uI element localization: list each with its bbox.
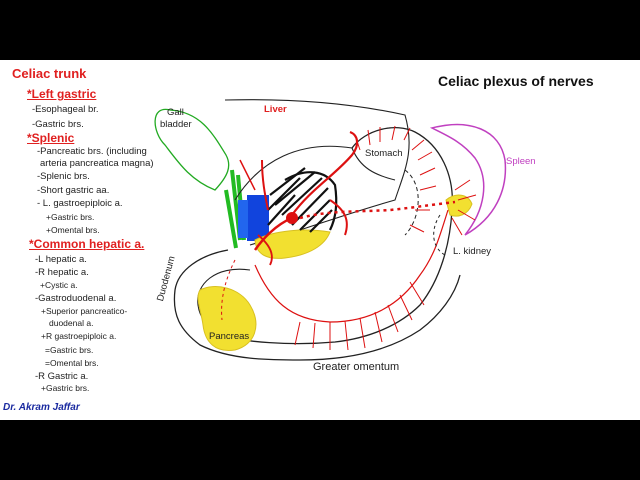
outline-item: -Short gastric aa. (37, 185, 110, 196)
label-gall-bladder: Gall (167, 107, 184, 118)
stomach-fundus-dashed (404, 169, 419, 236)
gastroepiploic-artery (254, 209, 449, 323)
outline-item: -L hepatic a. (35, 254, 87, 265)
outline-item: +R gastroepiploic a. (41, 331, 117, 341)
outline-item: +Gastric brs. (41, 383, 90, 393)
outline-heading: Celiac trunk (12, 66, 87, 81)
duodenum-outline (173, 249, 461, 361)
hepatic-artery-block (238, 200, 248, 238)
label-pancreas: Pancreas (209, 331, 250, 342)
gall-bladder-outline (154, 108, 230, 191)
outline-item: -Gastroduodenal a. (35, 293, 117, 304)
pancreas-head (197, 286, 257, 351)
common-hepatic-heading: *Common hepatic a. (29, 237, 145, 251)
outline-item: +Omental brs. (46, 225, 100, 235)
outline-item: +Superior pancreatico- (41, 306, 128, 316)
outline-item: +Cystic a. (40, 280, 78, 290)
pancreas-tail (445, 194, 473, 217)
celiac-diagram (154, 99, 507, 361)
outline-item: -R Gastric a. (35, 371, 89, 382)
label-stomach: Stomach (365, 148, 403, 159)
portal-vein (247, 195, 269, 241)
outline-item: arteria pancreatica magna) (40, 158, 154, 169)
arteries (221, 125, 477, 351)
slide: Celiac plexus of nerves Celiac trunk *Le… (0, 60, 640, 420)
slide-title: Celiac plexus of nerves (438, 73, 594, 89)
label-greater-omentum: Greater omentum (313, 361, 400, 373)
outline-item: -R hepatic a. (35, 267, 89, 278)
common-hepatic-artery (253, 216, 293, 251)
outline-item: duodenal a. (49, 318, 94, 328)
outline-item: =Omental brs. (45, 358, 99, 368)
outline-item: -Pancreatic brs. (including (37, 146, 147, 157)
spleen-outline (429, 123, 507, 236)
outline-item: - L. gastroepiploic a. (37, 198, 123, 209)
splenic-artery-dotted (299, 200, 456, 220)
label-spleen: Spleen (506, 156, 536, 167)
stomach-outline (214, 127, 454, 345)
outline-item: -Gastric brs. (32, 119, 84, 130)
outline-item: -Splenic brs. (37, 171, 90, 182)
author-credit: Dr. Akram Jaffar (3, 402, 80, 413)
celiac-plexus-hatch (267, 167, 338, 233)
outline-item: -Esophageal br. (32, 104, 99, 115)
kidney-outline (433, 214, 446, 256)
label-liver: Liver (264, 104, 287, 115)
splenic-heading: *Splenic (27, 131, 75, 145)
pancreas-body (254, 229, 331, 259)
liver-edge (234, 145, 353, 201)
label-kidney: L. kidney (453, 246, 492, 257)
label-gall-bladder: bladder (160, 119, 192, 130)
left-gastric-heading: *Left gastric (27, 87, 97, 101)
outline-item: =Gastric brs. (45, 345, 94, 355)
outline-item: +Gastric brs. (46, 212, 95, 222)
